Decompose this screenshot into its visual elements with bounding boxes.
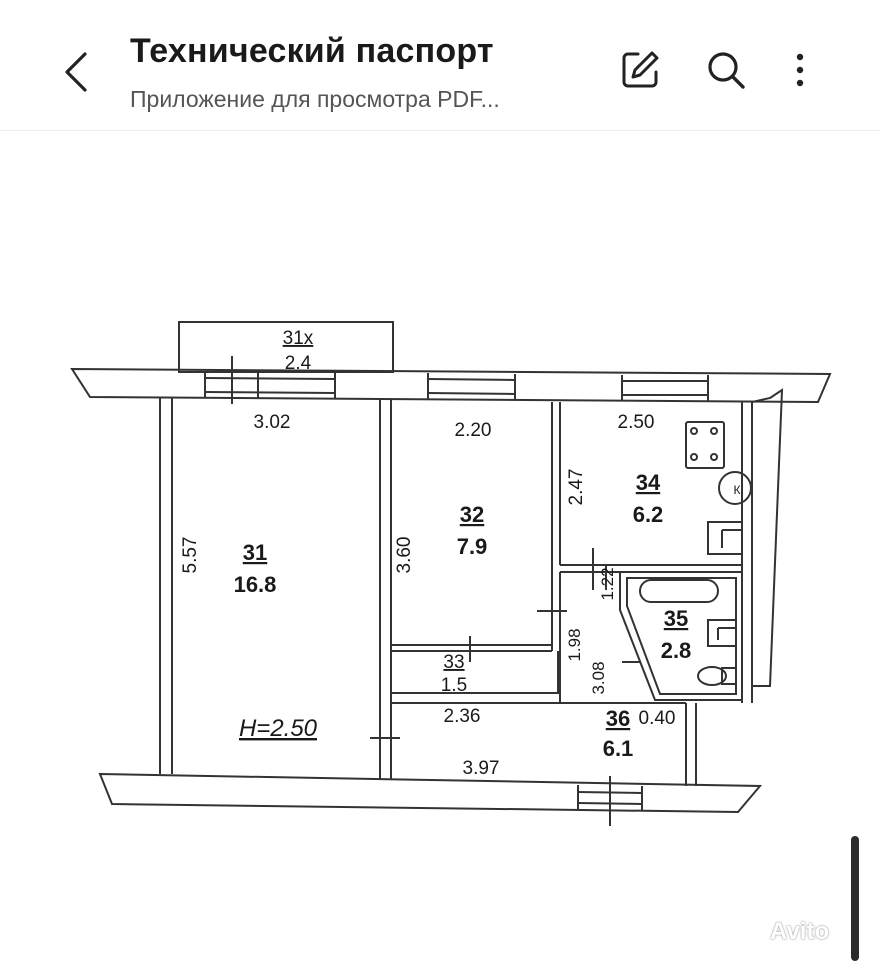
room-31-area: 16.8 (234, 572, 277, 597)
document-title: Технический паспорт (130, 32, 494, 70)
top-windows (204, 356, 709, 404)
dimension-label: 3.02 (254, 412, 291, 433)
room-34-number: 34 (636, 470, 661, 495)
dimension-label: 2.36 (444, 706, 481, 727)
dimension-label: 2.20 (455, 420, 492, 441)
dimension-label: 1.22 (598, 567, 617, 600)
dimension-label: 3.60 (394, 537, 415, 574)
chevron-left-icon (65, 52, 87, 92)
room-35-area: 2.8 (661, 638, 692, 663)
more-vertical-icon (796, 53, 804, 87)
room-33-area: 1.5 (441, 675, 467, 696)
dimension-label: 1.98 (565, 628, 584, 661)
dimension-label: 3.97 (463, 758, 500, 779)
balcony-outline (178, 321, 394, 373)
floor-plan: 31x 2.4 31 16.8 32 7.9 33 1.5 34 6.2 35 … (70, 321, 832, 826)
room-32-number: 32 (460, 502, 484, 527)
room-32-area: 7.9 (457, 534, 488, 559)
room-34-area: 6.2 (633, 502, 664, 527)
search-button[interactable] (702, 46, 750, 94)
search-icon (708, 52, 745, 89)
edit-button[interactable] (616, 46, 664, 94)
vertical-scrollbar[interactable] (851, 836, 859, 961)
top-wall (70, 367, 832, 404)
dimension-label: 0.40 (639, 708, 676, 729)
edit-icon (622, 51, 659, 88)
dimension-label: 2.50 (618, 412, 655, 433)
room-36-area: 6.1 (603, 736, 634, 761)
room-35-number: 35 (664, 606, 688, 631)
stove-symbol: К (734, 483, 741, 497)
room-31-number: 31 (243, 540, 267, 565)
dimension-label: 5.57 (180, 537, 201, 574)
balcony-number: 31x (283, 328, 314, 349)
dimension-label: 3.08 (589, 661, 608, 694)
ceiling-height-label: H=2.50 (239, 715, 318, 742)
bottom-wall (98, 772, 763, 814)
room-33-number: 33 (443, 652, 464, 673)
bottom-window (577, 776, 643, 826)
dimension-label: 2.47 (566, 469, 587, 506)
back-button[interactable] (52, 44, 100, 100)
more-options-button[interactable] (776, 46, 824, 94)
balcony-area: 2.4 (285, 353, 312, 374)
room-36-number: 36 (606, 706, 630, 731)
avito-watermark: Avito (770, 918, 830, 945)
document-subtitle: Приложение для просмотра PDF... (130, 86, 500, 112)
app-header: Технический паспорт Приложение для просм… (0, 0, 880, 131)
pdf-page-view[interactable]: 31x 2.4 31 16.8 32 7.9 33 1.5 34 6.2 35 … (0, 131, 880, 961)
